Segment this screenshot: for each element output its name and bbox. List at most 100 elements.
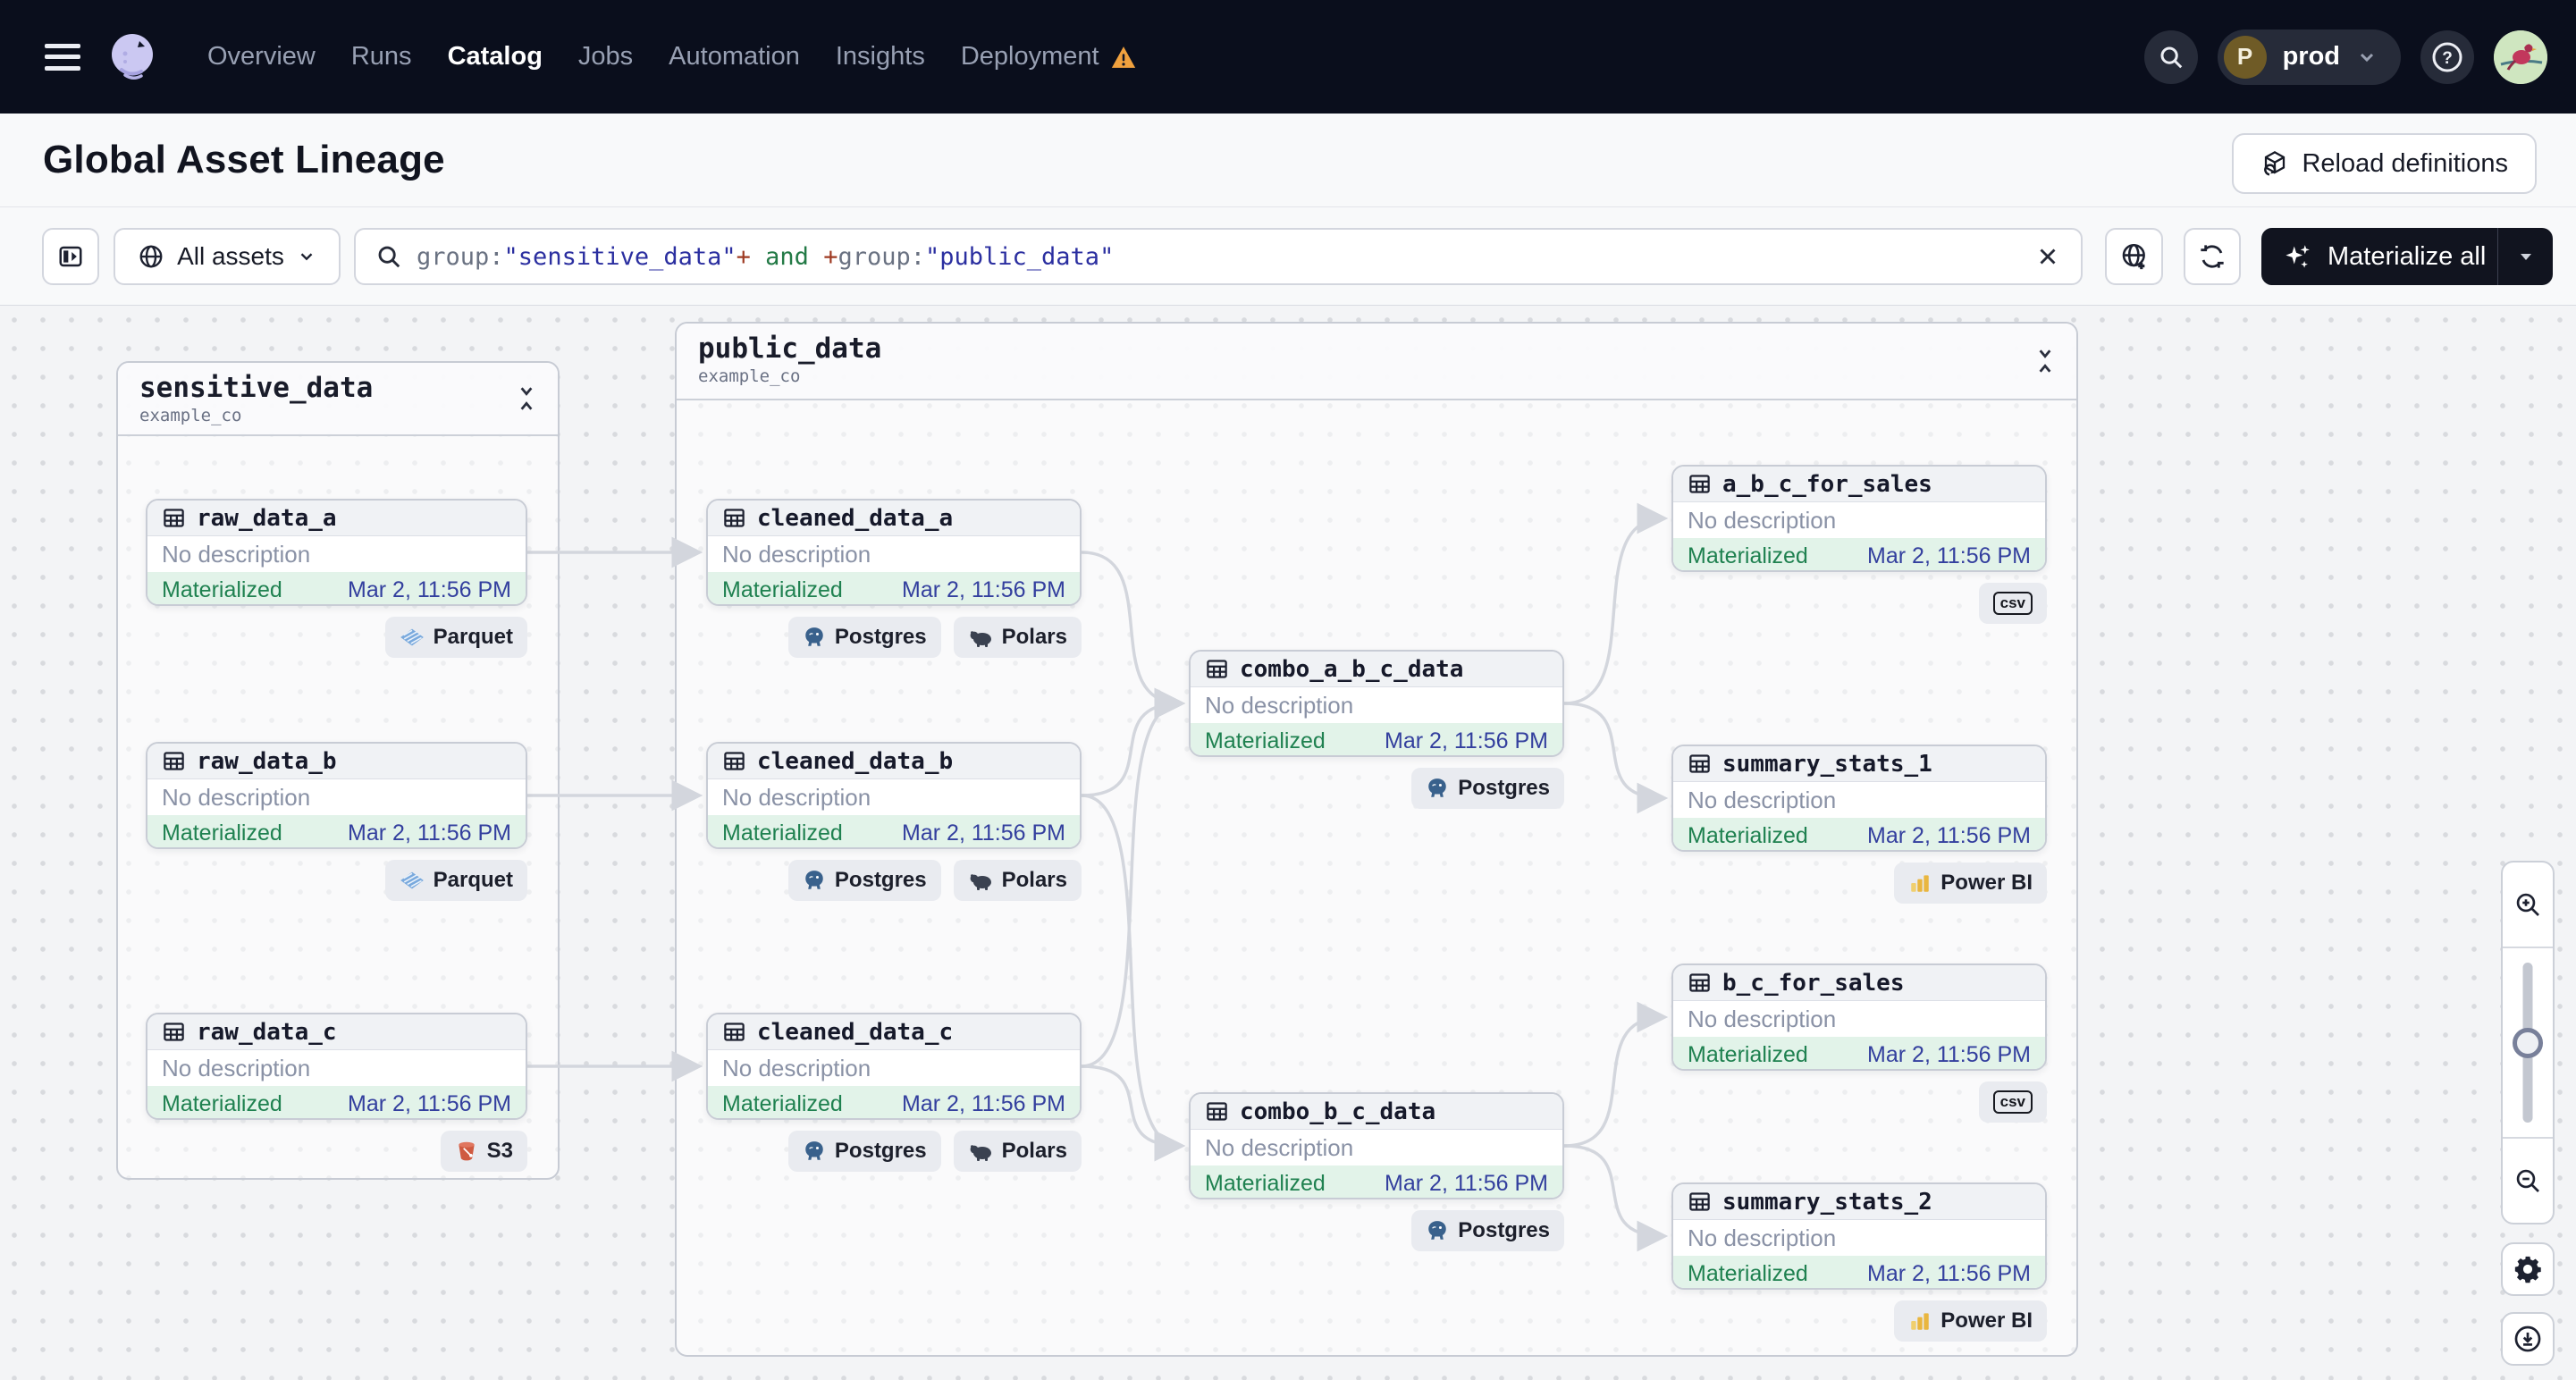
zoom-slider[interactable] — [2503, 948, 2553, 1137]
kind-badge-postgres[interactable]: Postgres — [787, 617, 941, 658]
materialization-timestamp: Mar 2, 11:56 PM — [902, 820, 1065, 846]
csv-icon: csv — [1992, 1090, 2033, 1115]
group-title: public_data — [698, 332, 882, 365]
nav-item-label: Deployment — [960, 42, 1099, 71]
kind-badge-parquet[interactable]: Parquet — [384, 617, 527, 658]
user-avatar[interactable] — [2494, 29, 2547, 84]
materialize-all-label: Materialize all — [2328, 241, 2487, 271]
asset-scope-selector[interactable]: All assets — [114, 228, 341, 285]
table-icon — [722, 749, 746, 773]
kind-badge-polars[interactable]: Polars — [953, 860, 1082, 901]
kind-badge-postgres[interactable]: Postgres — [1411, 1210, 1564, 1251]
asset-node-raw_data_b[interactable]: raw_data_b No description Materialized M… — [146, 742, 527, 849]
asset-node-header: raw_data_a — [147, 501, 526, 536]
asset-node-header: raw_data_b — [147, 744, 526, 779]
collapse-group-icon[interactable] — [2033, 348, 2057, 374]
nav-item-label: Insights — [835, 42, 925, 71]
nav-item-runs[interactable]: Runs — [351, 42, 412, 72]
nav-item-catalog[interactable]: Catalog — [448, 42, 543, 72]
query-token: and — [750, 242, 824, 271]
download-image-button[interactable] — [2501, 1312, 2555, 1366]
nav-item-overview[interactable]: Overview — [207, 42, 316, 72]
kind-badge-polars[interactable]: Polars — [953, 1131, 1082, 1172]
kind-label: Power BI — [1940, 1308, 2033, 1333]
refresh-icon — [2198, 242, 2227, 271]
zoom-slider-thumb[interactable] — [2513, 1027, 2543, 1058]
kind-badge-postgres[interactable]: Postgres — [1411, 768, 1564, 809]
asset-node-summary_stats_1[interactable]: summary_stats_1 No description Materiali… — [1671, 745, 2047, 852]
kind-badge-postgres[interactable]: Postgres — [787, 1131, 941, 1172]
deployment-switcher[interactable]: P prod — [2217, 29, 2401, 85]
kind-badge-s3[interactable]: S3 — [440, 1131, 527, 1172]
nav-item-insights[interactable]: Insights — [836, 42, 925, 72]
zoom-in-button[interactable] — [2503, 862, 2553, 948]
kind-badges: Power BI — [1894, 1300, 2047, 1342]
zoom-out-button[interactable] — [2503, 1137, 2553, 1223]
asset-node-cleaned_data_b[interactable]: cleaned_data_b No description Materializ… — [706, 742, 1082, 849]
nav-item-deployment[interactable]: Deployment — [961, 42, 1137, 72]
asset-node-raw_data_c[interactable]: raw_data_c No description Materialized M… — [146, 1013, 527, 1120]
menu-icon[interactable] — [45, 43, 80, 71]
asset-node-header: combo_b_c_data — [1191, 1094, 1562, 1130]
open-side-panel-button[interactable] — [42, 228, 99, 285]
collapse-group-icon[interactable] — [515, 385, 538, 412]
kind-badge-csv[interactable]: csv — [1978, 1081, 2047, 1123]
table-icon — [1688, 472, 1712, 496]
nav-item-jobs[interactable]: Jobs — [578, 42, 633, 72]
search-button[interactable] — [2143, 29, 2198, 84]
kind-badge-postgres[interactable]: Postgres — [787, 860, 941, 901]
gear-icon — [2513, 1254, 2543, 1284]
graph-settings-button[interactable] — [2501, 1242, 2555, 1296]
materialize-all-button[interactable]: Materialize all — [2261, 228, 2553, 285]
asset-description: No description — [1205, 1133, 1354, 1161]
materialization-timestamp: Mar 2, 11:56 PM — [1867, 543, 2031, 568]
asset-node-combo_b_c_data[interactable]: combo_b_c_data No description Materializ… — [1189, 1092, 1564, 1199]
page-header: Global Asset Lineage Reload definitions — [0, 114, 2576, 207]
reload-definitions-button[interactable]: Reload definitions — [2232, 133, 2537, 194]
asset-status-row: Materialized Mar 2, 11:56 PM — [708, 1086, 1080, 1118]
help-button[interactable]: ? — [2420, 29, 2474, 84]
search-icon — [375, 243, 402, 270]
kind-label: Polars — [1001, 625, 1067, 649]
asset-node-cleaned_data_c[interactable]: cleaned_data_c No description Materializ… — [706, 1013, 1082, 1120]
kind-badge-polars[interactable]: Polars — [953, 617, 1082, 658]
asset-node-combo_a_b_c_data[interactable]: combo_a_b_c_data No description Material… — [1189, 650, 1564, 757]
group-header[interactable]: public_data example_co — [677, 324, 2076, 400]
clear-search-icon[interactable] — [2034, 243, 2061, 270]
asset-node-cleaned_data_a[interactable]: cleaned_data_a No description Materializ… — [706, 499, 1082, 606]
kind-badges: Power BI — [1894, 862, 2047, 904]
asset-node-header: cleaned_data_c — [708, 1014, 1080, 1050]
postgres-icon — [1426, 1219, 1449, 1242]
refresh-button[interactable] — [2184, 228, 2241, 285]
asset-name: b_c_for_sales — [1722, 969, 1905, 997]
reload-definitions-label: Reload definitions — [2302, 148, 2508, 178]
lineage-canvas[interactable]: sensitive_data example_co public_data ex… — [0, 306, 2576, 1380]
kind-badge-parquet[interactable]: Parquet — [384, 860, 527, 901]
asset-node-header: a_b_c_for_sales — [1673, 467, 2045, 502]
group-header[interactable]: sensitive_data example_co — [118, 363, 558, 436]
asset-node-a_b_c_for_sales[interactable]: a_b_c_for_sales No description Materiali… — [1671, 465, 2047, 572]
filter-to-groups-button[interactable] — [2105, 228, 2163, 285]
materialize-options-button[interactable] — [2497, 228, 2553, 285]
query-token: group: — [417, 242, 504, 271]
status-badge: Materialized — [1688, 1260, 1808, 1286]
asset-node-b_c_for_sales[interactable]: b_c_for_sales No description Materialize… — [1671, 963, 2047, 1071]
asset-node-header: b_c_for_sales — [1673, 965, 2045, 1001]
nav-item-automation[interactable]: Automation — [669, 42, 800, 72]
asset-node-header: summary_stats_1 — [1673, 746, 2045, 782]
kind-badge-csv[interactable]: csv — [1978, 583, 2047, 624]
kind-badge-powerbi[interactable]: Power BI — [1894, 1300, 2047, 1342]
asset-search-input[interactable]: group:"sensitive_data"+ and +group:"publ… — [354, 228, 2083, 285]
status-badge: Materialized — [1205, 1170, 1326, 1196]
dagster-logo-icon[interactable] — [105, 30, 159, 84]
materialization-timestamp: Mar 2, 11:56 PM — [1867, 1260, 2031, 1286]
status-badge: Materialized — [1688, 822, 1808, 848]
kind-badge-powerbi[interactable]: Power BI — [1894, 862, 2047, 904]
kind-badges: Parquet — [384, 860, 527, 901]
table-icon — [162, 506, 186, 530]
asset-node-summary_stats_2[interactable]: summary_stats_2 No description Materiali… — [1671, 1182, 2047, 1290]
asset-description: No description — [722, 540, 871, 568]
asset-node-raw_data_a[interactable]: raw_data_a No description Materialized M… — [146, 499, 527, 606]
table-icon — [1205, 657, 1229, 681]
